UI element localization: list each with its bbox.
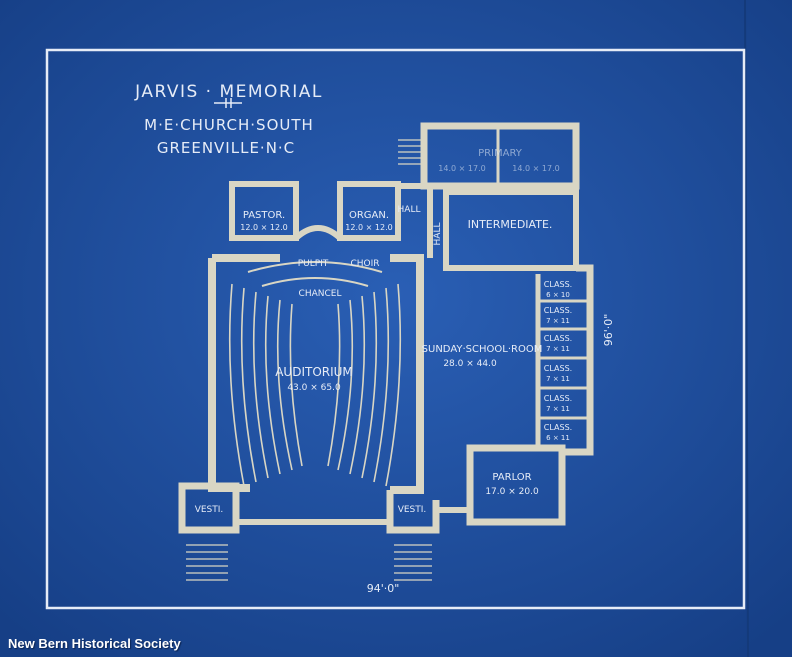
title-line-3: GREENVILLE·N·C	[157, 139, 295, 157]
wall-parlor	[466, 444, 566, 526]
label-hall: HALL	[398, 205, 421, 215]
class-dim: 6 × 11	[546, 434, 570, 442]
class-dim: 6 × 10	[546, 291, 570, 299]
label-choir: CHOIR	[350, 259, 379, 269]
class-label: CLASS.	[544, 364, 572, 373]
wall-organ-room	[337, 181, 401, 241]
label-hall-side: HALL	[433, 223, 443, 246]
label-pastor: PASTOR.	[243, 210, 285, 221]
pew-rows	[228, 283, 402, 487]
dim-width: 94'·0"	[367, 582, 400, 595]
class-label: CLASS.	[544, 280, 572, 289]
class-dim: 7 × 11	[546, 405, 570, 413]
label-vesti-left: VESTI.	[195, 505, 224, 515]
paper-fold	[744, 0, 749, 657]
floor-plan-walls	[178, 122, 594, 534]
label-organ: ORGAN.	[349, 210, 389, 221]
class-dim: 7 × 11	[546, 345, 570, 353]
class-label: CLASS.	[544, 394, 572, 403]
title-divider	[214, 98, 242, 108]
label-primary: PRIMARY	[478, 148, 523, 159]
title-line-1: JARVIS · MEMORIAL	[134, 82, 323, 102]
room-labels: PASTOR. 12.0 × 12.0 ORGAN. 12.0 × 12.0 H…	[195, 148, 560, 515]
class-dim: 7 × 11	[546, 375, 570, 383]
label-pastor-dim: 12.0 × 12.0	[240, 223, 287, 232]
dimension-lines: 94'·0" 96'·0"	[367, 314, 615, 595]
label-auditorium: AUDITORIUM	[275, 365, 353, 379]
wall-vesti-left	[178, 482, 240, 534]
label-primary-dim-a: 14.0 × 17.0	[438, 164, 485, 173]
class-label: CLASS.	[544, 334, 572, 343]
class-dim: 7 × 11	[546, 317, 570, 325]
label-primary-dim-b: 14.0 × 17.0	[512, 164, 559, 173]
label-parlor-dim: 17.0 × 20.0	[485, 487, 539, 497]
label-pulpit: PULPIT	[298, 259, 329, 269]
dim-height: 96'·0"	[602, 314, 615, 347]
label-auditorium-dim: 43.0 × 65.0	[287, 383, 341, 393]
title-line-2: M·E·CHURCH·SOUTH	[144, 116, 314, 134]
label-vesti-right: VESTI.	[398, 505, 427, 515]
label-sunday-school-dim: 28.0 × 44.0	[443, 359, 497, 369]
class-label: CLASS.	[544, 306, 572, 315]
label-intermediate: INTERMEDIATE.	[468, 218, 553, 231]
class-labels: CLASS. 6 × 10 CLASS. 7 × 11 CLASS. 7 × 1…	[544, 280, 572, 442]
label-chancel: CHANCEL	[299, 289, 342, 299]
class-label: CLASS.	[544, 423, 572, 432]
label-organ-dim: 12.0 × 12.0	[345, 223, 392, 232]
wall-pulpit-apse	[293, 225, 343, 241]
entry-steps	[186, 139, 432, 581]
wall-primary	[420, 122, 580, 190]
label-sunday-school: SUNDAY·SCHOOL·ROOM	[422, 344, 543, 355]
wall-east	[562, 264, 594, 456]
wall-vesti-right	[386, 490, 440, 534]
credit-watermark: New Bern Historical Society	[8, 636, 181, 651]
label-parlor: PARLOR	[492, 472, 531, 483]
title-block: JARVIS · MEMORIAL M·E·CHURCH·SOUTH GREEN…	[134, 82, 323, 157]
drawing-border	[45, 48, 746, 610]
chancel-rail	[247, 261, 383, 287]
